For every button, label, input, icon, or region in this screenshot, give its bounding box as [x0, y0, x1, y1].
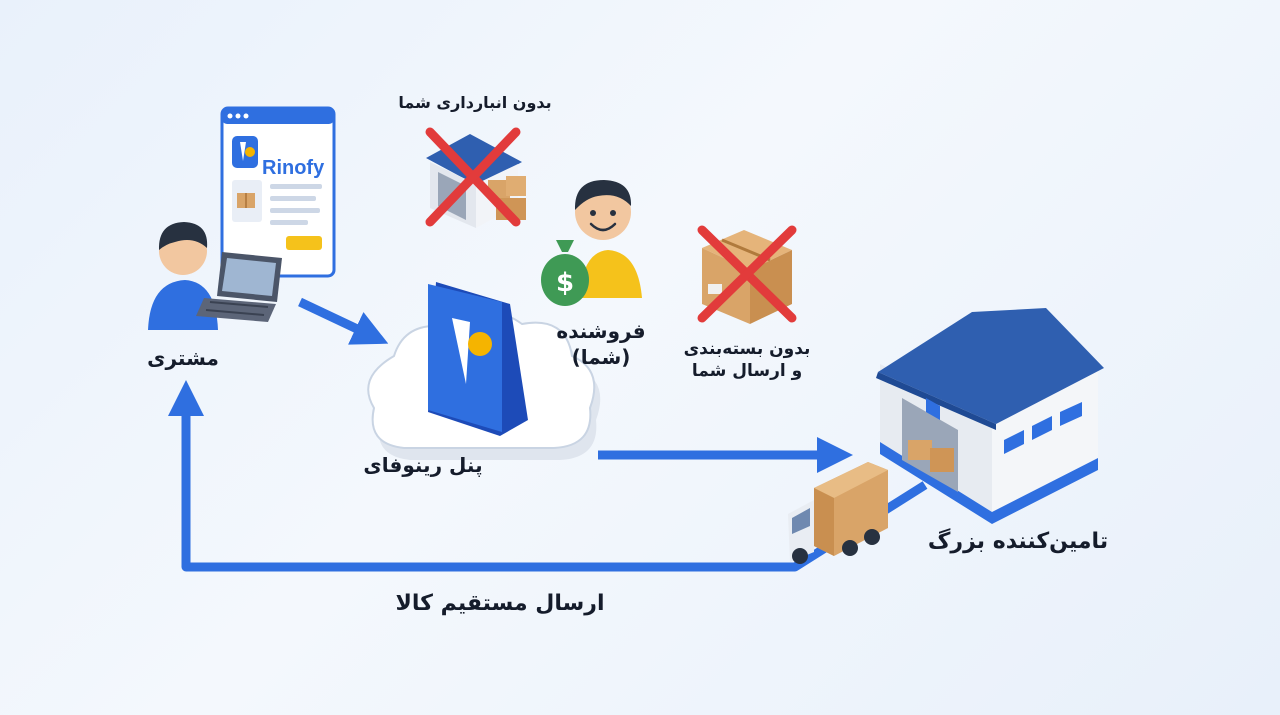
person-laptop-icon	[148, 222, 282, 330]
cross-icon	[425, 127, 521, 227]
direct-shipping-label: ارسال مستقیم کالا	[396, 591, 605, 616]
seller-label: فروشنده (شما)	[556, 319, 646, 369]
money-symbol: $	[556, 268, 574, 298]
seller-person-icon	[574, 180, 642, 298]
supplier-warehouse-icon	[876, 308, 1104, 524]
rinofy-logo-icon	[428, 282, 528, 436]
arrow-customer-to-panel	[298, 297, 389, 345]
money-bag-icon: $	[541, 240, 589, 306]
supplier-label: تامین‌کننده بزرگ	[928, 528, 1108, 554]
customer-label: مشتری	[147, 346, 219, 370]
no-packaging-label: بدون بسته‌بندی و ارسال شما	[683, 339, 811, 382]
browser-brand: Rinofy	[262, 157, 325, 179]
truck-icon	[788, 462, 888, 564]
cross-icon	[697, 225, 797, 323]
panel-label: پنل رینوفای	[363, 453, 482, 478]
browser-window-icon: Rinofy	[220, 106, 336, 278]
no-warehouse-label: بدون انبارداری شما	[398, 93, 551, 112]
